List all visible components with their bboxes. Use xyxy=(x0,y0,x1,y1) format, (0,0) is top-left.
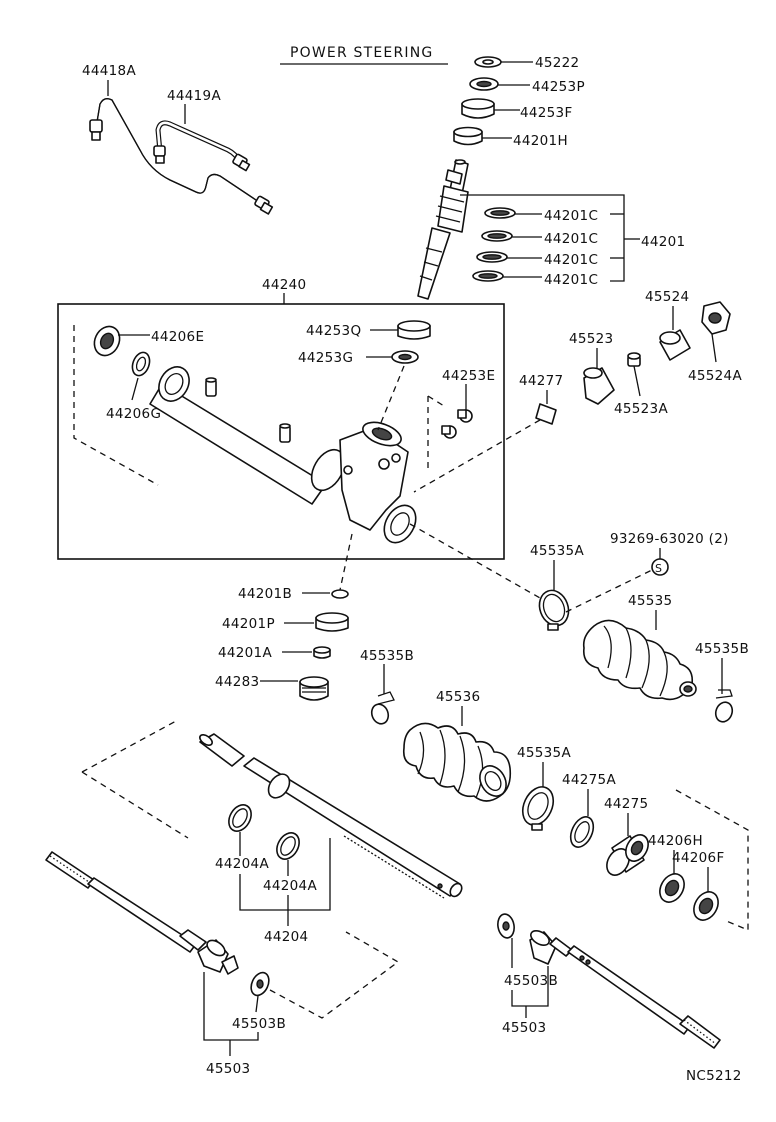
ring-44204A-2 xyxy=(276,832,300,860)
ring-44206G xyxy=(131,351,151,377)
ring-44204A-1 xyxy=(228,804,252,832)
housing-group-box xyxy=(57,303,505,560)
clamp-parts: 93269-63020 (2) S 45535A xyxy=(409,523,729,631)
clamp-45535A-1 xyxy=(538,589,570,627)
label-45523A: 45523A xyxy=(614,401,668,417)
label-44240: 44240 xyxy=(262,277,306,293)
lower-left-seals: 44201P 44201A 44283 xyxy=(215,612,349,701)
adjuster-parts: 44277 45523 45524 45524A 45523A xyxy=(413,289,742,493)
snap-ring-44275A: 44275A xyxy=(562,772,616,848)
diagram-title: POWER STEERING xyxy=(290,45,433,61)
label-44277: 44277 xyxy=(519,373,563,389)
label-45503-1: 45503 xyxy=(206,1061,250,1077)
label-93269: 93269-63020 (2) xyxy=(610,531,729,547)
label-44204A-1: 44204A xyxy=(215,856,269,872)
label-44201C-1: 44201C xyxy=(544,208,598,224)
label-44206H: 44206H xyxy=(648,833,703,849)
label-45535B-1: 45535B xyxy=(360,648,414,664)
seal-rings-44201C: 44201C 44201C 44201C 44201C 44201 xyxy=(460,194,685,288)
label-44201C-4: 44201C xyxy=(544,272,598,288)
label-45536: 45536 xyxy=(436,689,480,705)
label-45524: 45524 xyxy=(645,289,689,305)
label-44201A: 44201A xyxy=(218,645,272,661)
label-44201C-2: 44201C xyxy=(544,231,598,247)
label-44253Q: 44253Q xyxy=(306,323,361,339)
spring-44277 xyxy=(535,403,557,425)
boot-45535: 45535 xyxy=(582,593,697,701)
s-mark-circle xyxy=(651,558,669,576)
label-45523: 45523 xyxy=(569,331,613,347)
rack-end-stopper-44275: 44275 xyxy=(604,796,649,876)
label-44253P: 44253P xyxy=(532,79,585,95)
label-44275A: 44275A xyxy=(562,772,616,788)
housing-details: 44206E 44206G 44253Q 44253G xyxy=(73,320,495,602)
label-45222: 45222 xyxy=(535,55,579,71)
clamp-45535A-2: 45535A xyxy=(517,745,571,831)
label-44204: 44204 xyxy=(264,929,308,945)
label-44419A: 44419A xyxy=(167,88,221,104)
diagram-code: NC5212 xyxy=(686,1068,742,1084)
label-44201C-3: 44201C xyxy=(544,252,598,268)
label-44275: 44275 xyxy=(604,796,648,812)
label-45524A: 45524A xyxy=(688,368,742,384)
label-44253F: 44253F xyxy=(520,105,573,121)
label-44201B: 44201B xyxy=(238,586,292,602)
label-45503B-1: 45503B xyxy=(232,1016,286,1032)
clip-45535B-left: 45535B xyxy=(360,648,414,725)
tie-rod-right: 45503B 45503 xyxy=(497,913,721,1049)
label-44201H: 44201H xyxy=(513,133,568,149)
label-44418A: 44418A xyxy=(82,63,136,79)
tie-rod-left: 45503B 45503 xyxy=(45,851,400,1077)
label-44206F: 44206F xyxy=(672,850,725,866)
label-44283: 44283 xyxy=(215,674,259,690)
pinion-valve-shaft xyxy=(417,159,469,300)
label-44201: 44201 xyxy=(641,234,685,250)
label-45535A-1: 45535A xyxy=(530,543,584,559)
pinion-seal-stack: 45222 44253P 44253F 44201H xyxy=(453,55,585,149)
label-44253G: 44253G xyxy=(298,350,353,366)
label-45535A-2: 45535A xyxy=(517,745,571,761)
label-44253E: 44253E xyxy=(442,368,495,384)
s-mark: S xyxy=(655,562,662,575)
label-44206G: 44206G xyxy=(106,406,161,422)
clip-45535B-right: 45535B xyxy=(695,641,749,723)
ring-44201B xyxy=(331,589,349,599)
label-44204A-2: 44204A xyxy=(263,878,317,894)
end-seals: 44206H 44206F xyxy=(648,789,749,931)
label-44201P: 44201P xyxy=(222,616,275,632)
pressure-tubes: 44418A 44419A xyxy=(82,63,274,215)
boot-45536: 45536 xyxy=(402,689,512,802)
label-45503-2: 45503 xyxy=(502,1020,546,1036)
washer-45222-hole xyxy=(482,59,494,65)
label-45535: 45535 xyxy=(628,593,672,609)
label-45535B-2: 45535B xyxy=(695,641,749,657)
label-44206E: 44206E xyxy=(151,329,204,345)
label-45503B-2: 45503B xyxy=(504,973,558,989)
steering-rack: 44204A 44204A 44204 xyxy=(81,719,463,945)
